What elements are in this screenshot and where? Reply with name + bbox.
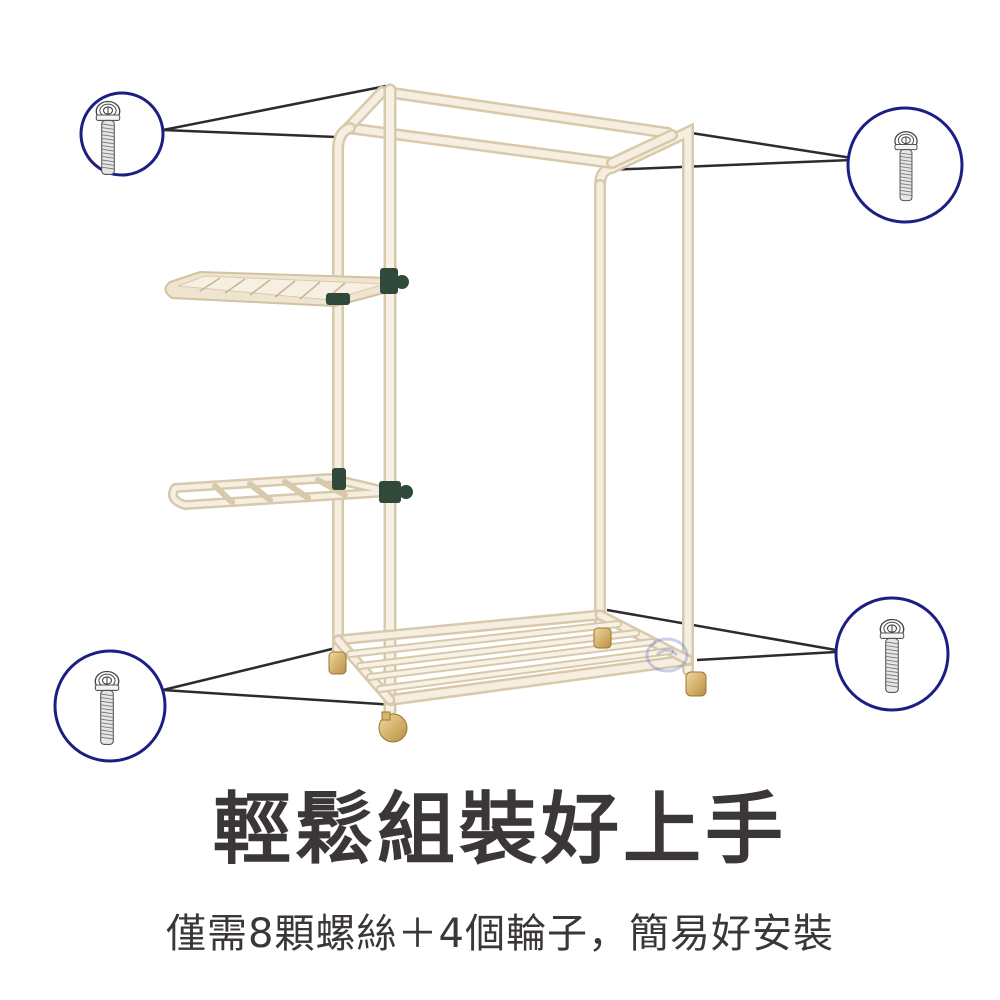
screw-callout-bottom-left	[53, 649, 167, 763]
connectors	[326, 268, 413, 503]
casters	[328, 627, 707, 743]
rack-frame	[332, 83, 694, 717]
screw-callout-bottom-right	[834, 596, 950, 712]
screw-callout-top-left	[79, 91, 165, 177]
top-shelf	[164, 270, 397, 308]
leader-lines	[162, 84, 853, 707]
subline: 僅需8顆螺絲＋4個輪子，簡易好安裝	[166, 911, 834, 957]
headline: 輕鬆組裝好上手	[212, 785, 787, 875]
rack-assembly-illustration	[53, 83, 964, 763]
watermark-logo	[645, 637, 689, 673]
screw-callout-top-right	[846, 106, 964, 224]
middle-shelf	[168, 473, 395, 510]
